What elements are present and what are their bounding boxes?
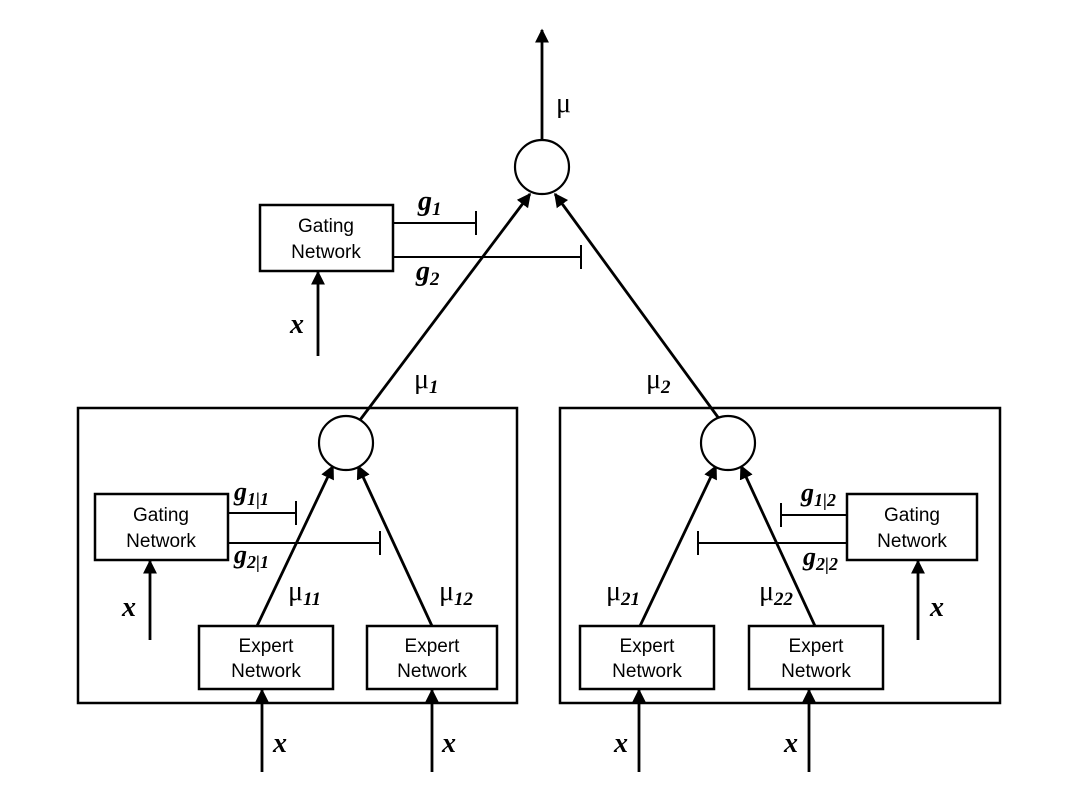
root-combination-node <box>513 138 571 196</box>
left-combination-node <box>317 414 375 472</box>
mu21-base: μ <box>606 576 621 607</box>
mu22-base: μ <box>759 576 774 607</box>
expert-network-22 <box>747 624 885 691</box>
g1-given-1-base: g <box>233 477 247 506</box>
g2-given-2-label: g2|2 <box>802 542 838 574</box>
x-label-expert-22: x <box>783 728 798 759</box>
g1-given-1-subscript: 1|1 <box>247 489 269 509</box>
g2-given-1-base: g <box>233 540 247 569</box>
g1-given-2-subscript: 1|2 <box>814 490 836 510</box>
x-label-gating-top: x <box>289 309 304 340</box>
mu12-label: μ12 <box>439 576 474 610</box>
expert-network-22-line2: Network <box>781 661 851 682</box>
expert-network-21-line1: Expert <box>620 636 676 657</box>
g1-label: g1 <box>417 186 442 220</box>
g2-given-1-subscript: 2|1 <box>246 552 269 572</box>
g1-given-1-label: g1|1 <box>233 477 269 509</box>
mu2-label: μ2 <box>646 364 671 398</box>
expert-network-12-line2: Network <box>397 661 467 682</box>
g1-base: g <box>417 186 432 217</box>
mu2-subscript: 2 <box>660 377 671 398</box>
gating-network-top <box>258 203 395 273</box>
mu22-label: μ22 <box>759 576 794 610</box>
expert-network-11-line1: Expert <box>239 636 295 657</box>
x-label-expert-11: x <box>272 728 287 759</box>
mu11-base: μ <box>288 576 303 607</box>
mu-output-label: μ <box>556 88 571 119</box>
g2-subscript: 2 <box>429 269 440 290</box>
gating-network-top-line2: Network <box>291 242 361 263</box>
mu1-label: μ1 <box>414 364 439 398</box>
expert-network-22-line1: Expert <box>789 636 845 657</box>
expert-network-11-line2: Network <box>231 661 301 682</box>
gating-network-right-line1: Gating <box>884 505 940 526</box>
right-subtree-frame <box>558 406 1002 705</box>
x-label-gating-left: x <box>121 592 136 623</box>
left-subtree-frame <box>76 406 519 705</box>
expert-network-12 <box>365 624 499 691</box>
mu1-subscript: 1 <box>429 377 439 398</box>
g1-given-2-label: g1|2 <box>800 478 836 510</box>
right-combination-node <box>699 414 757 472</box>
edge-mu11-to-left-node <box>255 464 335 627</box>
x-label-expert-21: x <box>613 728 628 759</box>
edge-mu2-to-root <box>553 192 722 421</box>
mu1-base: μ <box>414 364 429 395</box>
mu12-base: μ <box>439 576 454 607</box>
mu2-base: μ <box>646 364 661 395</box>
g1-subscript: 1 <box>432 199 442 220</box>
mu12-subscript: 12 <box>454 589 474 610</box>
gating-network-right-line2: Network <box>877 531 947 552</box>
g1-given-2-base: g <box>800 478 814 507</box>
mu21-subscript: 21 <box>620 589 640 610</box>
g2-label: g2 <box>415 256 440 290</box>
edge-mu12-to-left-node <box>356 464 434 627</box>
gating-network-left <box>93 492 230 562</box>
edge-mu22-to-right-node <box>739 464 817 627</box>
mu11-subscript: 11 <box>303 589 321 610</box>
mu11-label: μ11 <box>288 576 321 610</box>
mu21-label: μ21 <box>606 576 640 610</box>
g2-given-2-subscript: 2|2 <box>815 554 838 574</box>
expert-network-21 <box>578 624 716 691</box>
gating-network-left-line1: Gating <box>133 505 189 526</box>
gating-network-top-line1: Gating <box>298 216 354 237</box>
edge-mu21-to-right-node <box>638 464 718 627</box>
expert-network-12-line1: Expert <box>405 636 461 657</box>
g2-given-1-label: g2|1 <box>233 540 269 572</box>
gating-network-left-line2: Network <box>126 531 196 552</box>
g2-base: g <box>415 256 430 287</box>
x-label-expert-12: x <box>441 728 456 759</box>
expert-network-21-line2: Network <box>612 661 682 682</box>
x-label-gating-right: x <box>929 592 944 623</box>
mu22-subscript: 22 <box>773 589 794 610</box>
g2-given-2-base: g <box>802 542 816 571</box>
edge-mu1-to-root <box>358 192 532 421</box>
